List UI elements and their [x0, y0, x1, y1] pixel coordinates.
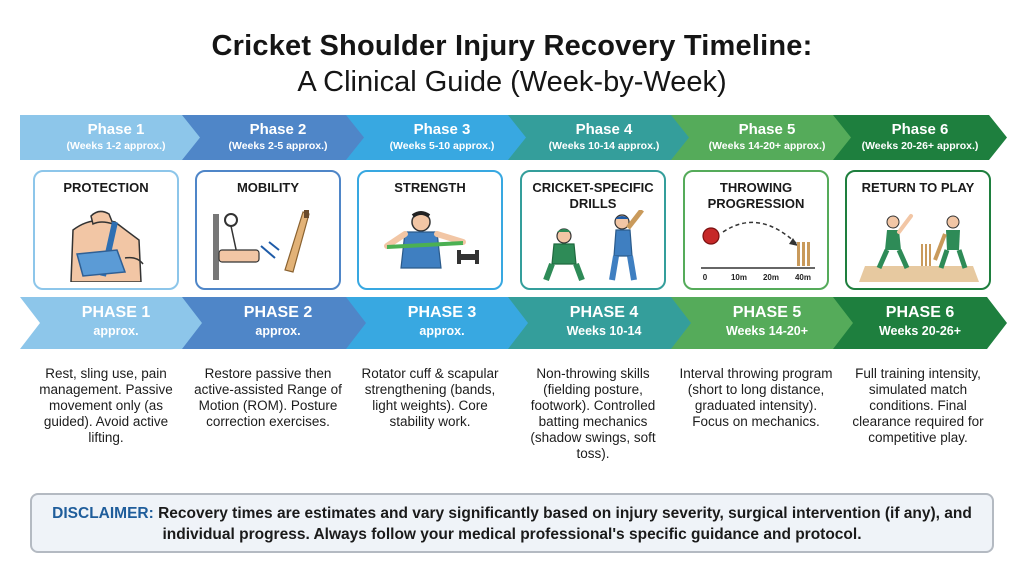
phase-1-bottom-sub: approx.: [93, 324, 139, 338]
disclaimer-box: DISCLAIMER: Recovery times are estimates…: [30, 493, 994, 553]
phase-2-label: Phase 2: [249, 121, 307, 138]
phase-5-weeks: (Weeks 14-20+ approx.): [708, 140, 826, 152]
phase-2-card: MOBILITY: [195, 170, 341, 290]
page-title: Cricket Shoulder Injury Recovery Timelin…: [211, 30, 813, 62]
phase-5-bottom-label: PHASE 5: [732, 304, 802, 321]
phase-6-weeks: (Weeks 20-26+ approx.): [861, 140, 979, 152]
phase-6-card: RETURN TO PLAY: [845, 170, 991, 290]
phase-3-bottom-arrow: PHASE 3 approx.: [346, 297, 538, 349]
phase-6-label: Phase 6: [891, 121, 949, 138]
phase-3-bottom-label: PHASE 3: [407, 304, 477, 321]
phase-5-bottom-sub: Weeks 14-20+: [725, 324, 809, 338]
fielder-batter-icon: [543, 210, 644, 282]
phase-5-label: Phase 5: [738, 121, 796, 138]
phase-5-description: Interval throwing program (short to long…: [679, 366, 833, 429]
phase-5-top-arrow: Phase 5 (Weeks 14-20+ approx.): [671, 115, 863, 160]
phase-4-label: Phase 4: [575, 121, 633, 138]
phase-1-card-title: PROTECTION: [63, 180, 149, 195]
distance-tick-20m: 20m: [763, 273, 779, 282]
phase-5-card-title: THROWING PROGRESSION: [707, 180, 805, 211]
phase-1-card: PROTECTION: [33, 170, 179, 290]
phase-1-bottom-label: PHASE 1: [81, 304, 151, 321]
disclaimer-label: DISCLAIMER:: [52, 505, 154, 522]
match-play-icon: [859, 214, 979, 282]
phase-5-card: THROWING PROGRESSION 0 10m 20m 40m: [683, 170, 829, 290]
phase-1-weeks: (Weeks 1-2 approx.): [66, 140, 166, 152]
phase-2-top-arrow: Phase 2 (Weeks 2-5 approx.): [182, 115, 374, 160]
phase-2-card-title: MOBILITY: [236, 180, 300, 195]
phase-4-description: Non-throwing skills (fielding posture, f…: [530, 366, 656, 461]
phase-4-bottom-arrow: PHASE 4 Weeks 10-14: [508, 297, 700, 349]
phase-3-label: Phase 3: [413, 121, 471, 138]
sling-arm-icon: [70, 210, 144, 282]
phase-1-label: Phase 1: [87, 121, 145, 138]
page-subtitle: A Clinical Guide (Week-by-Week): [297, 66, 727, 98]
resistance-band-icon: [384, 211, 479, 269]
phase-6-description: Full training intensity, simulated match…: [852, 366, 984, 445]
phase-2-bottom-sub: approx.: [255, 324, 301, 338]
phase-3-card-title: STRENGTH: [394, 180, 466, 195]
distance-tick-10m: 10m: [731, 273, 747, 282]
phase-6-top-arrow: Phase 6 (Weeks 20-26+ approx.): [833, 115, 1007, 160]
phase-3-description: Rotator cuff & scapular strengthening (b…: [361, 366, 499, 429]
phase-4-card-title: CRICKET-SPECIFIC DRILLS: [532, 180, 654, 211]
phase-3-top-arrow: Phase 3 (Weeks 5-10 approx.): [346, 115, 538, 160]
phase-6-card-title: RETURN TO PLAY: [861, 180, 975, 195]
phase-3-bottom-sub: approx.: [419, 324, 465, 338]
phase-4-top-arrow: Phase 4 (Weeks 10-14 approx.): [508, 115, 700, 160]
phase-2-bottom-label: PHASE 2: [243, 304, 313, 321]
phase-4-card: CRICKET-SPECIFIC DRILLS: [520, 170, 666, 290]
distance-tick-40m: 40m: [795, 273, 811, 282]
pulley-bat-icon: [213, 210, 310, 280]
disclaimer-text: Recovery times are estimates and vary si…: [153, 505, 972, 543]
phase-1-bottom-arrow: PHASE 1 approx.: [20, 297, 212, 349]
phase-4-bottom-sub: Weeks 10-14: [566, 324, 642, 338]
phase-6-bottom-arrow: PHASE 6 Weeks 20-26+: [833, 297, 1007, 349]
phase-2-weeks: (Weeks 2-5 approx.): [228, 140, 328, 152]
ball-trajectory-icon: 0 10m 20m 40m: [701, 221, 815, 282]
phase-3-weeks: (Weeks 5-10 approx.): [389, 140, 495, 152]
phase-2-bottom-arrow: PHASE 2 approx.: [182, 297, 374, 349]
phase-4-bottom-label: PHASE 4: [569, 304, 639, 321]
phase-2-description: Restore passive then active-assisted Ran…: [194, 366, 342, 429]
phase-6-bottom-sub: Weeks 20-26+: [878, 324, 962, 338]
phase-1-top-arrow: Phase 1 (Weeks 1-2 approx.): [20, 115, 212, 160]
phase-4-weeks: (Weeks 10-14 approx.): [548, 140, 660, 152]
distance-tick-0: 0: [703, 273, 708, 282]
phase-6-bottom-label: PHASE 6: [885, 304, 955, 321]
phase-5-bottom-arrow: PHASE 5 Weeks 14-20+: [671, 297, 863, 349]
phase-1-description: Rest, sling use, pain management. Passiv…: [39, 366, 173, 445]
phase-3-card: STRENGTH: [357, 170, 503, 290]
